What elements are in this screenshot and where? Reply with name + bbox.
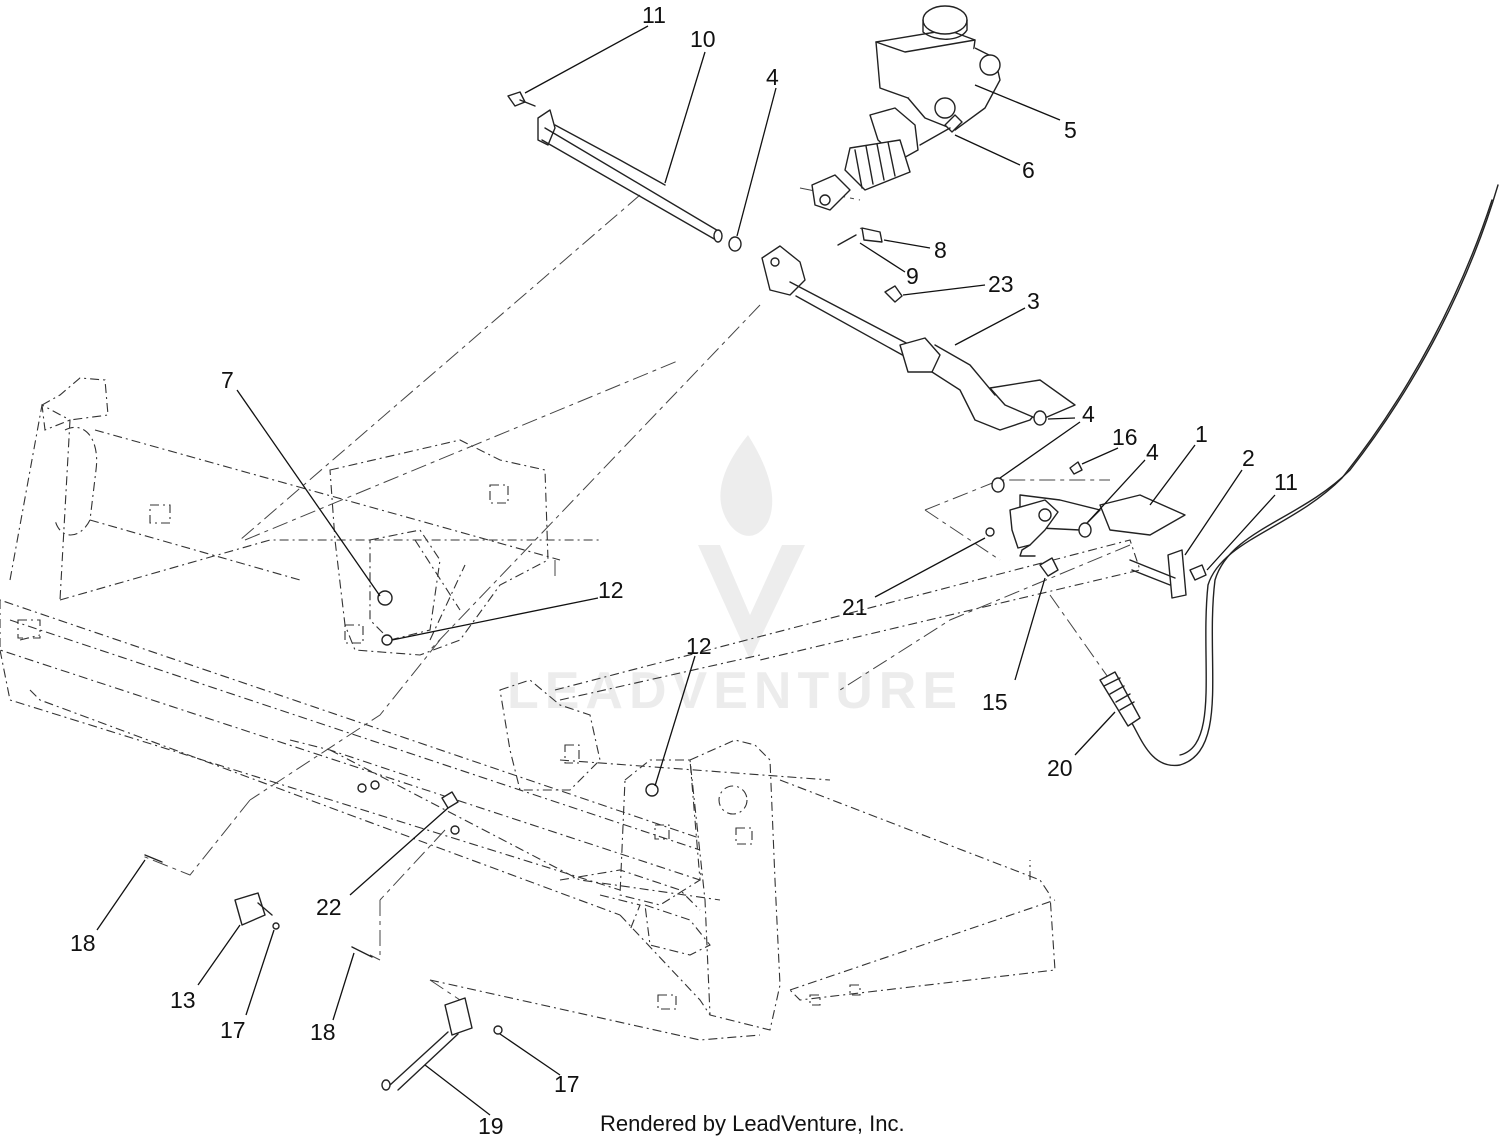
clip-23 — [884, 285, 903, 303]
callout-4-right: 4 — [1146, 439, 1159, 465]
watermark-text: LEADVENTURE — [507, 662, 963, 720]
nut-21 — [985, 527, 995, 537]
callout-labels: 11 10 4 5 6 8 9 23 3 7 4 16 4 1 2 11 12 … — [70, 2, 1298, 1139]
render-credit: Rendered by LeadVenture, Inc. — [600, 1111, 905, 1136]
nut-12-left — [381, 634, 393, 646]
shaft-bracket — [537, 109, 556, 146]
callout-17-left: 17 — [220, 1017, 246, 1043]
callout-16: 16 — [1112, 424, 1138, 450]
callout-4-pedal: 4 — [1082, 401, 1095, 427]
flame-icon — [720, 435, 773, 536]
clevis-pin-8 — [861, 227, 883, 243]
callout-19: 19 — [478, 1113, 504, 1139]
callout-2: 2 — [1242, 445, 1255, 471]
callout-12-left: 12 — [598, 577, 624, 603]
callout-8: 8 — [934, 237, 947, 263]
leader-lines — [96, 25, 1276, 1116]
callout-11-right: 11 — [1274, 469, 1298, 495]
mower-frame — [0, 377, 1141, 1041]
callout-3: 3 — [1027, 288, 1040, 314]
callout-4-top: 4 — [766, 64, 779, 90]
callout-9: 9 — [906, 263, 919, 289]
callout-1: 1 — [1195, 421, 1208, 447]
switch-19 — [381, 997, 503, 1091]
callout-23: 23 — [988, 271, 1014, 297]
callout-18-left: 18 — [70, 930, 96, 956]
callout-7: 7 — [221, 367, 234, 393]
callout-10: 10 — [690, 26, 716, 52]
callout-22: 22 — [316, 894, 342, 920]
callout-6: 6 — [1022, 157, 1035, 183]
drive-pedal-1 — [1009, 494, 1186, 557]
callout-12-right: 12 — [686, 633, 712, 659]
ball-joint-15 — [1039, 557, 1059, 577]
pivot-rod-10 — [541, 127, 721, 241]
callout-21: 21 — [842, 594, 868, 620]
bushing-4-top — [728, 236, 742, 252]
screw-18-right — [351, 946, 373, 958]
phantom-lines — [139, 187, 1131, 1001]
callout-20: 20 — [1047, 755, 1073, 781]
nut-12-right — [645, 783, 659, 797]
master-cylinder-5 — [811, 5, 1001, 211]
brake-pedal-3 — [761, 245, 1076, 431]
cotter-pin-9 — [837, 234, 857, 246]
bushing-4-right — [991, 477, 1005, 493]
ball-stud-22 — [441, 791, 459, 809]
parts — [144, 5, 1499, 1091]
watermark: LEADVENTURE — [507, 435, 963, 720]
callout-15: 15 — [982, 689, 1008, 715]
switch-13 — [234, 892, 266, 926]
callout-17-right: 17 — [554, 1071, 580, 1097]
callout-5: 5 — [1064, 117, 1077, 143]
chevron-icon — [698, 545, 805, 660]
bolt-11-right — [1189, 564, 1207, 581]
bolt-16 — [1069, 461, 1083, 475]
screw-18-left — [144, 854, 163, 863]
brake-cable-20 — [1099, 184, 1499, 767]
callout-18-right: 18 — [310, 1019, 336, 1045]
callout-13: 13 — [170, 987, 196, 1013]
callout-11-top: 11 — [642, 2, 666, 28]
bolt-11-top — [507, 91, 526, 107]
nut-7 — [377, 590, 393, 606]
link-plate-2 — [1167, 549, 1187, 599]
